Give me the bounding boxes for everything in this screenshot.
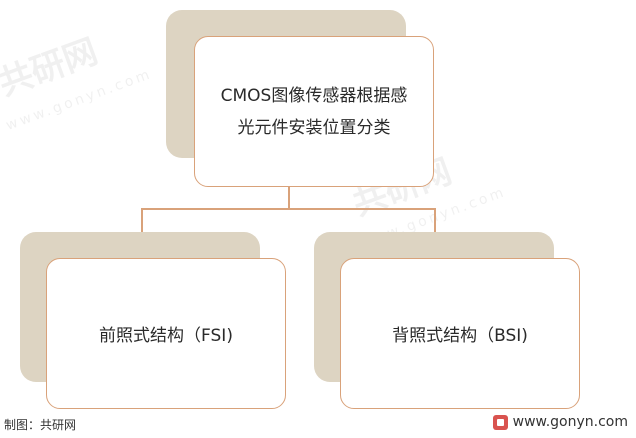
child-node-fsi: 前照式结构（FSI) [46, 258, 286, 409]
footer-source: 制图：共研网 [4, 418, 77, 432]
root-node: CMOS图像传感器根据感 光元件安装位置分类 [194, 36, 434, 187]
connector-vertical-right [434, 208, 436, 233]
connector-horizontal [141, 208, 435, 210]
connector-vertical-root [288, 187, 290, 209]
footer-url: www.gonyn.com [512, 414, 628, 430]
child-node-fsi-label: 前照式结构（FSI) [99, 326, 233, 346]
root-node-line-2: 光元件安装位置分类 [237, 117, 391, 138]
root-node-line-1: CMOS图像传感器根据感 [220, 85, 408, 106]
connector-vertical-left [141, 208, 143, 233]
child-node-bsi-label: 背照式结构（BSI) [392, 326, 528, 346]
footer-site: www.gonyn.com [492, 414, 628, 430]
child-node-bsi: 背照式结构（BSI) [340, 258, 580, 409]
logo-icon [492, 414, 508, 430]
